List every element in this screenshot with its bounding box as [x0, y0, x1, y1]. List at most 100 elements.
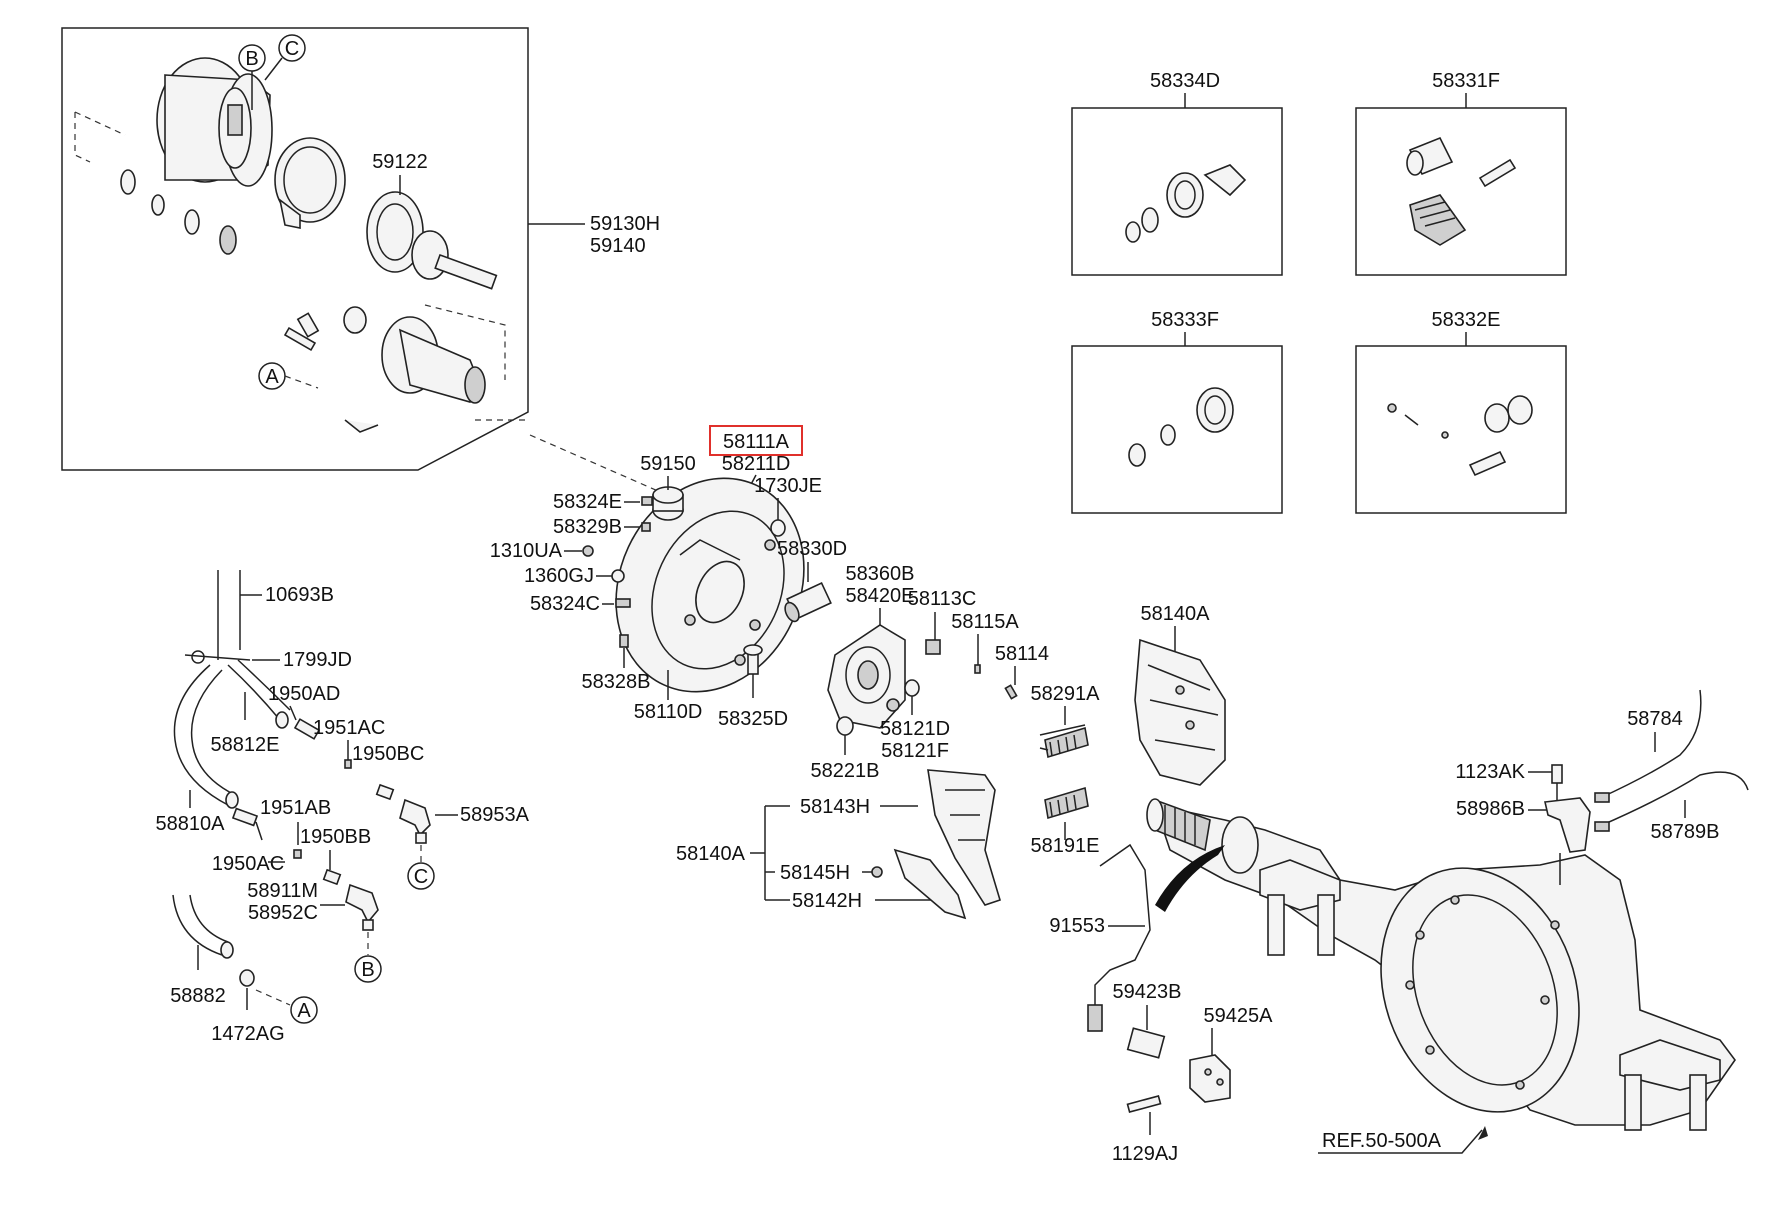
- sensor-mount-parts: 59423B 59425A 1129AJ: [1112, 981, 1273, 1165]
- ring-part: [184, 209, 200, 235]
- label-58140A-right: 58140A: [1141, 603, 1211, 625]
- callout-c-mid-label: C: [414, 866, 428, 888]
- pin-58115A: [974, 664, 981, 674]
- nut-1472AG: [239, 969, 255, 987]
- label-59122: 59122: [372, 151, 428, 173]
- label-58952C: 58952C: [248, 902, 318, 924]
- ring-part: [151, 194, 165, 216]
- connector-1951AB: [231, 807, 259, 827]
- bushing-58121D: [904, 679, 920, 697]
- ring-part: [219, 225, 237, 255]
- label-58986B: 58986B: [1456, 798, 1525, 820]
- ref-callout: REF.50-500A: [1318, 1126, 1488, 1154]
- clip-58113C: [925, 639, 941, 655]
- callout-c-top-label: C: [285, 38, 299, 60]
- label-1129AJ: 1129AJ: [1112, 1143, 1178, 1165]
- sleeve-59423B: [1126, 1027, 1166, 1059]
- backing-plate: [615, 477, 805, 693]
- label-59150: 59150: [640, 453, 696, 475]
- lining-58142H: [893, 848, 967, 920]
- label-1310UA: 1310UA: [490, 540, 563, 562]
- detail-box-brake-chamber: B C A 59130H 59140 59122: [61, 27, 660, 471]
- fitting-58810A-end: [225, 791, 239, 809]
- label-1951AB: 1951AB: [260, 797, 331, 819]
- label-58420E: 58420E: [846, 585, 915, 607]
- label-58113C: 58113C: [908, 588, 977, 610]
- label-10693B: 10693B: [265, 584, 334, 606]
- pushrod: [381, 316, 486, 404]
- bracket-59425A: [1189, 1054, 1231, 1103]
- backing-plate-assembly: 58111A 58211D 59150 58324E 58329B 1310UA: [490, 425, 847, 730]
- label-58111A: 58111A: [723, 431, 790, 453]
- label-59423B: 59423B: [1113, 981, 1182, 1003]
- anchor-plate: [827, 624, 906, 729]
- pin-58114: [1004, 684, 1018, 700]
- callout-b-top-label: B: [245, 48, 258, 70]
- label-58911M: 58911M: [247, 880, 318, 902]
- label-58291A: 58291A: [1031, 683, 1101, 705]
- label-58145H: 58145H: [780, 862, 850, 884]
- label-58191E: 58191E: [1031, 835, 1100, 857]
- label-1360GJ: 1360GJ: [524, 565, 594, 587]
- brake-shoe-group-left: 58140A 58143H 58145H 58142H: [676, 769, 1001, 920]
- label-1730JE: 1730JE: [754, 475, 822, 497]
- callout-c-top: [278, 34, 306, 62]
- label-58812E: 58812E: [211, 734, 280, 756]
- fitting-1950AD: [275, 711, 289, 729]
- bolt-58324C: [615, 598, 631, 608]
- nut-1310UA: [582, 545, 594, 557]
- label-58121D: 58121D: [880, 718, 950, 740]
- kit-box-58331F: 58331F: [1355, 70, 1567, 276]
- elbow-58911M: [345, 883, 379, 931]
- bushing-58221B: [836, 716, 854, 736]
- label-1123AK: 1123AK: [1455, 761, 1525, 783]
- clip-1950AC: [293, 849, 302, 859]
- label-58211D: 58211D: [722, 453, 791, 475]
- clip-1950BC: [344, 759, 352, 769]
- label-1950AC: 1950AC: [212, 853, 284, 875]
- label-58221B: 58221B: [811, 760, 880, 782]
- fitting-1950BB: [322, 868, 342, 886]
- brake-chamber-graphic: [156, 57, 273, 187]
- label-1799JD: 1799JD: [283, 649, 352, 671]
- plug-1730JE: [770, 519, 786, 537]
- ring-part: [120, 169, 136, 195]
- callout-b-mid-label: B: [361, 959, 374, 981]
- label-58110D: 58110D: [634, 701, 703, 723]
- highlight-58111A: [709, 425, 803, 456]
- air-hose-group: 10693B 1799JD 1950AD 1951AC 58812E 1950B…: [156, 570, 530, 1045]
- callout-a-top-label: A: [265, 366, 279, 388]
- label-1950BB: 1950BB: [300, 826, 371, 848]
- washer-1360GJ: [611, 569, 625, 583]
- sensor-cable-91553: 91553: [1049, 843, 1151, 1032]
- label-58331F: 58331F: [1432, 70, 1500, 92]
- label-1950AD: 1950AD: [268, 683, 340, 705]
- pin-58329B: [641, 522, 651, 532]
- axle-spindle: [1146, 798, 1259, 874]
- fitting-1950BC: [375, 783, 395, 801]
- label-58121F: 58121F: [881, 740, 949, 762]
- label-ref: REF.50-500A: [1322, 1130, 1442, 1152]
- anchor-plate-assembly: 58360B 58420E 58113C 58115A 58114 58121D…: [811, 563, 1050, 782]
- callout-c-mid: [407, 862, 435, 890]
- label-59140: 59140: [590, 235, 646, 257]
- label-59425A: 59425A: [1204, 1005, 1274, 1027]
- elbow-58953A: [399, 798, 431, 844]
- rivet-58145H: [871, 866, 883, 878]
- bolt-58324E: [641, 496, 653, 506]
- label-58325D: 58325D: [718, 708, 788, 730]
- label-58332E: 58332E: [1432, 309, 1501, 331]
- lining-58143H: [927, 769, 1001, 906]
- brake-shoe-right: 58140A: [1134, 603, 1226, 786]
- label-58140A-left: 58140A: [676, 843, 746, 865]
- callout-b-mid: [354, 955, 382, 983]
- bracket-58986B: [1544, 797, 1591, 853]
- bolt-1123AK: [1551, 764, 1563, 784]
- label-58142H: 58142H: [792, 890, 862, 912]
- clamp-ring: [274, 137, 346, 223]
- label-58882: 58882: [170, 985, 226, 1007]
- label-58784: 58784: [1627, 708, 1683, 730]
- label-1472AG: 1472AG: [211, 1023, 284, 1045]
- label-1950BC: 1950BC: [352, 743, 424, 765]
- label-58953A: 58953A: [460, 804, 530, 826]
